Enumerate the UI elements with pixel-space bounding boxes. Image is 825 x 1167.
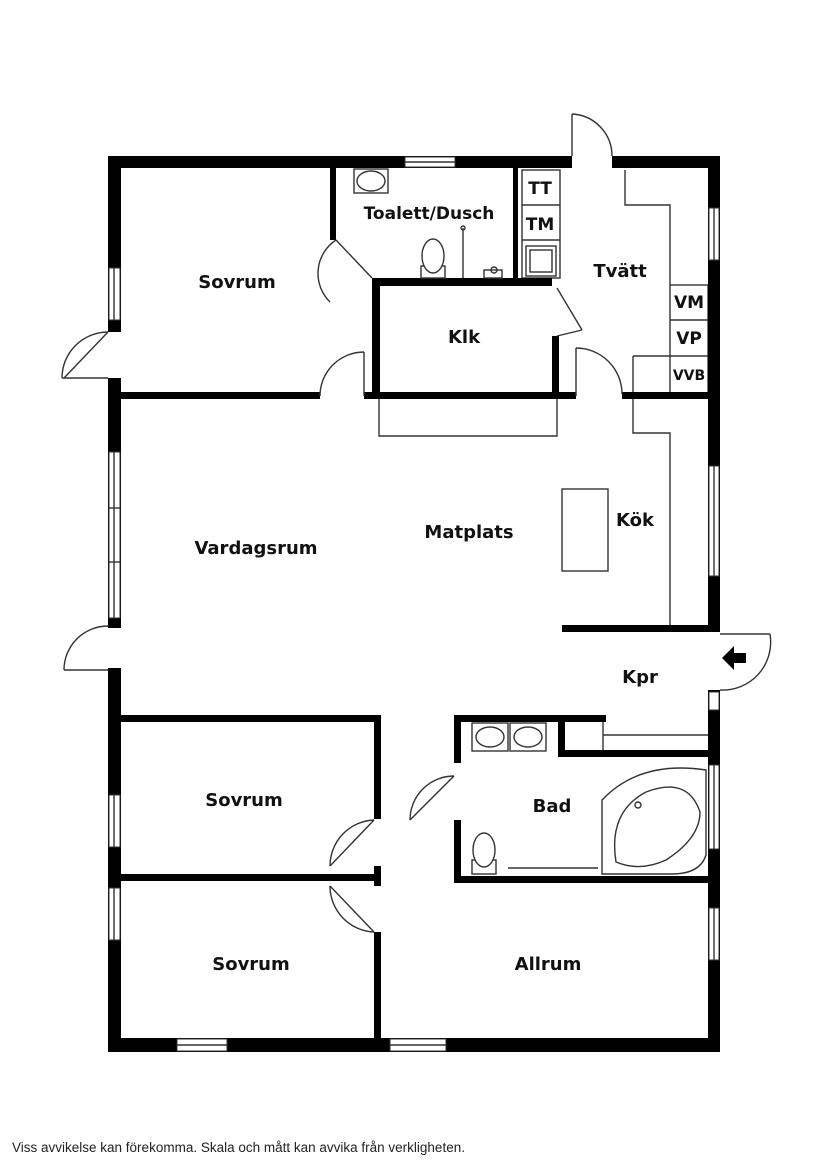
room-label-toalett-dusch: Toalett/Dusch — [364, 204, 495, 224]
kitchen-island — [561, 488, 609, 572]
doors — [61, 113, 772, 933]
window-icon — [708, 465, 720, 577]
bathtub-icon — [601, 767, 707, 875]
window-icon — [708, 691, 720, 711]
door-swing-icon — [63, 625, 109, 671]
appliance-label-tm: TM — [526, 215, 555, 235]
window-icon — [108, 267, 121, 321]
toilet-icon — [420, 238, 446, 279]
room-label-vardagsrum: Vardagsrum — [194, 538, 317, 559]
sink-icon — [471, 722, 509, 752]
door-swing-icon — [571, 113, 613, 157]
room-label-allrum: Allrum — [515, 954, 582, 975]
disclaimer-text: Viss avvikelse kan förekomma. Skala och … — [12, 1140, 465, 1155]
appliance-label-vvb: VVB — [673, 368, 705, 384]
entrance-arrow-icon — [722, 646, 746, 670]
door-swing-icon — [719, 633, 772, 691]
window-icon — [108, 887, 121, 941]
door-swing-icon — [61, 331, 109, 379]
door-swing-icon — [409, 775, 455, 821]
door-swing-icon — [317, 239, 373, 303]
window-icon — [404, 156, 456, 168]
shower-icon — [483, 266, 503, 279]
toilet-icon — [471, 832, 497, 875]
room-label-tvatt: Tvätt — [593, 261, 647, 282]
room-label-kpr: Kpr — [622, 667, 658, 688]
window-icon — [108, 794, 121, 848]
door-swing-icon — [329, 885, 375, 933]
room-label-sovrum-top: Sovrum — [198, 272, 276, 293]
appliance-label-tt: TT — [528, 179, 552, 199]
sink-icon — [525, 245, 557, 277]
window-icon — [176, 1038, 228, 1052]
room-label-kok: Kök — [616, 510, 655, 531]
door-swing-icon — [319, 351, 365, 397]
sink-icon — [353, 168, 389, 194]
window-icon — [708, 207, 720, 261]
window-icon — [708, 907, 720, 961]
room-label-klk: Klk — [448, 327, 481, 348]
appliance-label-vm: VM — [674, 293, 704, 313]
windows — [108, 156, 720, 1052]
window-icon — [108, 451, 121, 619]
room-label-sovrum-bottom: Sovrum — [212, 954, 290, 975]
room-label-matplats: Matplats — [424, 522, 513, 543]
room-label-sovrum-mid: Sovrum — [205, 790, 283, 811]
window-icon — [708, 764, 720, 850]
appliance-label-vp: VP — [676, 329, 702, 349]
floor-plan: Sovrum Toalett/Dusch Tvätt Klk Vardagsru… — [61, 113, 772, 1052]
door-swing-icon — [329, 819, 375, 867]
window-icon — [389, 1038, 447, 1052]
sink-icon — [509, 722, 547, 752]
room-label-bad: Bad — [533, 796, 572, 817]
door-swing-icon — [556, 287, 583, 337]
door-swing-icon — [575, 347, 623, 396]
